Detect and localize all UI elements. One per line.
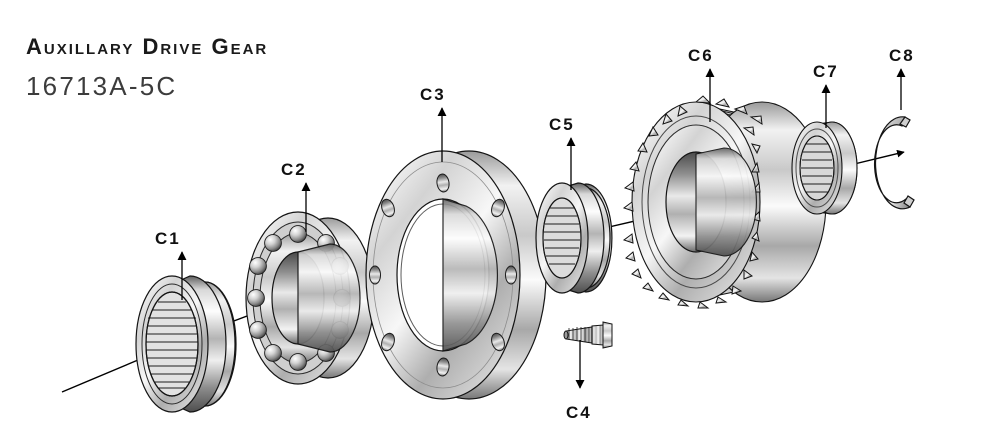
- part-number: 16713A-5C: [26, 71, 178, 101]
- part-c8-snap-retaining-ring: [873, 116, 915, 210]
- gear-teeth-face: [622, 95, 763, 309]
- callout-label-c3: C3: [420, 85, 446, 104]
- part-c7-splined-washer-ring: [791, 121, 858, 215]
- callout-label-c6: C6: [688, 46, 714, 65]
- callout-label-c1: C1: [155, 229, 181, 248]
- part-c6-helical-drive-gear: [622, 95, 827, 309]
- part-c1-needle-roller-bearing-sleeve: [135, 275, 237, 413]
- callout-label-c5: C5: [549, 115, 575, 134]
- part-c4-hex-head-bolt: [563, 321, 613, 349]
- part-c3-bolt-flange-ring: [365, 150, 547, 400]
- title-block: Auxillary Drive Gear 16713A-5C: [26, 34, 269, 101]
- callout-label-c8: C8: [889, 46, 915, 65]
- callout-label-c7: C7: [813, 62, 839, 81]
- callout-label-c4: C4: [566, 403, 592, 422]
- bearing-balls: [247, 225, 351, 371]
- callout-label-c2: C2: [281, 160, 307, 179]
- part-c5-splined-hub: [535, 182, 613, 294]
- page-title: Auxillary Drive Gear: [26, 34, 269, 59]
- callout-leaders: [177, 68, 906, 389]
- part-c2-ball-bearing: [245, 211, 375, 385]
- flange-bolt-holes: [369, 173, 517, 377]
